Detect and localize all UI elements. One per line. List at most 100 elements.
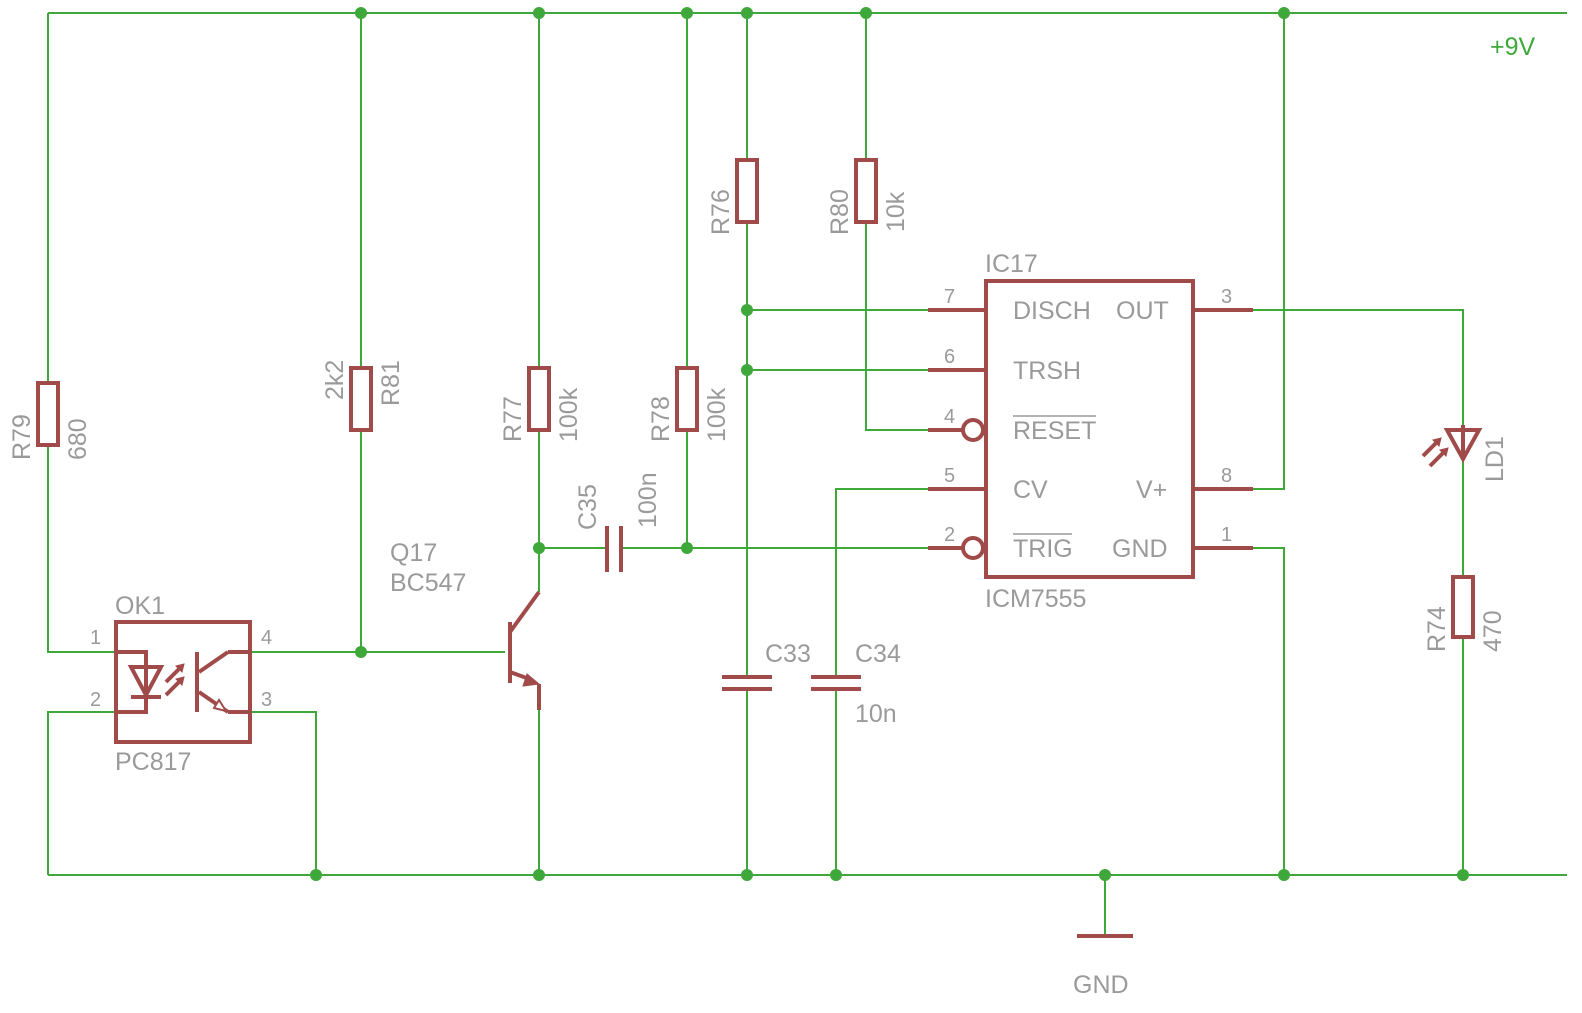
- resistor-body: [527, 366, 551, 432]
- junction: [860, 7, 872, 19]
- ic17: 7 6 4 5 2 3 8 1 DISCH TRSH RESET CV TRIG…: [928, 250, 1253, 613]
- wires: [47, 12, 1567, 935]
- junctions: [310, 7, 1469, 881]
- capacitor-value: 100n: [634, 472, 662, 528]
- led-ld1: LD1: [1421, 425, 1509, 482]
- supply-label: +9V: [1490, 33, 1536, 61]
- resistor-name: R76: [707, 189, 735, 235]
- optocoupler-body: [114, 620, 252, 744]
- wire-reset: [865, 222, 928, 431]
- pin-label: RESET: [1013, 417, 1096, 445]
- pin-label: GND: [1112, 535, 1168, 563]
- junction: [1457, 869, 1469, 881]
- opto-emitter-arrow-icon: [212, 698, 229, 713]
- resistor-body: [675, 366, 699, 432]
- light-arrowhead-icon: [175, 676, 185, 686]
- pin-number: 6: [944, 346, 955, 368]
- junction: [533, 542, 545, 554]
- ic-name: IC17: [985, 250, 1038, 278]
- resistor-body: [854, 158, 878, 224]
- wire-ok1-pin3: [250, 711, 317, 875]
- pin-number: 2: [90, 689, 101, 711]
- junction: [1099, 869, 1111, 881]
- resistor-value: 680: [64, 418, 92, 460]
- wire-out: [1253, 309, 1464, 428]
- resistor-r80: R80 10k: [826, 158, 910, 235]
- pin-label: TRSH: [1013, 357, 1081, 385]
- resistor-value: 10k: [882, 191, 910, 232]
- pin-number: 1: [1221, 524, 1232, 546]
- junction: [830, 869, 842, 881]
- opto-led-leads: [116, 650, 148, 714]
- reset-bubble-icon: [961, 418, 985, 442]
- resistor-body: [36, 381, 60, 447]
- trig-bubble-icon: [961, 536, 985, 560]
- resistor-value: 100k: [555, 387, 583, 442]
- transistor-value: BC547: [390, 569, 466, 597]
- junction: [1278, 869, 1290, 881]
- resistor-name: R78: [647, 396, 675, 442]
- wire-ok1-pin2: [47, 711, 116, 875]
- transistor-q17: Q17 BC547: [390, 539, 541, 710]
- pin-label: TRIG: [1013, 535, 1073, 563]
- resistor-r76: R76: [707, 158, 759, 235]
- light-arrowhead-icon: [175, 663, 185, 673]
- resistor-name: R74: [1423, 606, 1451, 652]
- pin-number: 4: [261, 627, 272, 649]
- capacitor-c35: C35 100n: [574, 472, 662, 572]
- resistor-r74: R74 470: [1423, 575, 1507, 652]
- junction: [741, 7, 753, 19]
- ic-body: [984, 279, 1195, 579]
- pin-number: 1: [90, 627, 101, 649]
- resistor-body: [349, 366, 373, 432]
- optocoupler-value: PC817: [115, 748, 191, 776]
- pin-label: V+: [1136, 476, 1167, 504]
- transistor-collector: [508, 590, 541, 634]
- led-icon: [1443, 428, 1483, 464]
- capacitor-c34: C34 10n: [811, 640, 901, 728]
- capacitor-name: C35: [574, 484, 602, 530]
- light-arrowhead-icon: [1432, 437, 1442, 447]
- resistor-name: R79: [8, 414, 36, 460]
- wire-vplus: [1253, 13, 1285, 490]
- ground-label: GND: [1073, 971, 1129, 999]
- wire-ic-gnd: [1253, 547, 1285, 875]
- capacitor-name: C33: [765, 640, 811, 668]
- resistor-name: R80: [826, 189, 854, 235]
- junction: [741, 364, 753, 376]
- capacitor-value: 10n: [855, 700, 897, 728]
- ic-value: ICM7555: [985, 585, 1086, 613]
- capacitor-c33: C33: [722, 640, 811, 691]
- resistor-r79: R79 680: [8, 381, 92, 460]
- junction: [355, 7, 367, 19]
- optocoupler-name: OK1: [115, 592, 165, 620]
- pin-label: CV: [1013, 476, 1048, 504]
- pin-number: 2: [944, 524, 955, 546]
- light-arrowhead-icon: [1439, 447, 1449, 457]
- pin-number: 4: [944, 406, 955, 428]
- resistor-value: 470: [1479, 610, 1507, 652]
- resistor-r81: 2k2 R81: [321, 360, 405, 432]
- resistor-value: 2k2: [321, 360, 349, 400]
- resistor-name: R77: [499, 396, 527, 442]
- pin-number: 7: [944, 286, 955, 308]
- resistor-value: 100k: [703, 387, 731, 442]
- led-name: LD1: [1481, 436, 1509, 482]
- resistor-body: [1451, 575, 1475, 639]
- junction: [681, 7, 693, 19]
- pin-number: 8: [1221, 465, 1232, 487]
- junction: [1278, 7, 1290, 19]
- ground-symbol: GND: [1073, 934, 1133, 999]
- pin-number: 3: [1221, 286, 1232, 308]
- resistor-r78: R78 100k: [647, 366, 731, 442]
- resistor-body: [735, 158, 759, 224]
- transistor-name: Q17: [390, 539, 437, 567]
- pin-number: 3: [261, 689, 272, 711]
- opto-led-icon: [127, 665, 165, 700]
- junction: [310, 869, 322, 881]
- junction: [355, 646, 367, 658]
- junction: [741, 869, 753, 881]
- junction: [533, 869, 545, 881]
- opto-collector: [197, 650, 230, 674]
